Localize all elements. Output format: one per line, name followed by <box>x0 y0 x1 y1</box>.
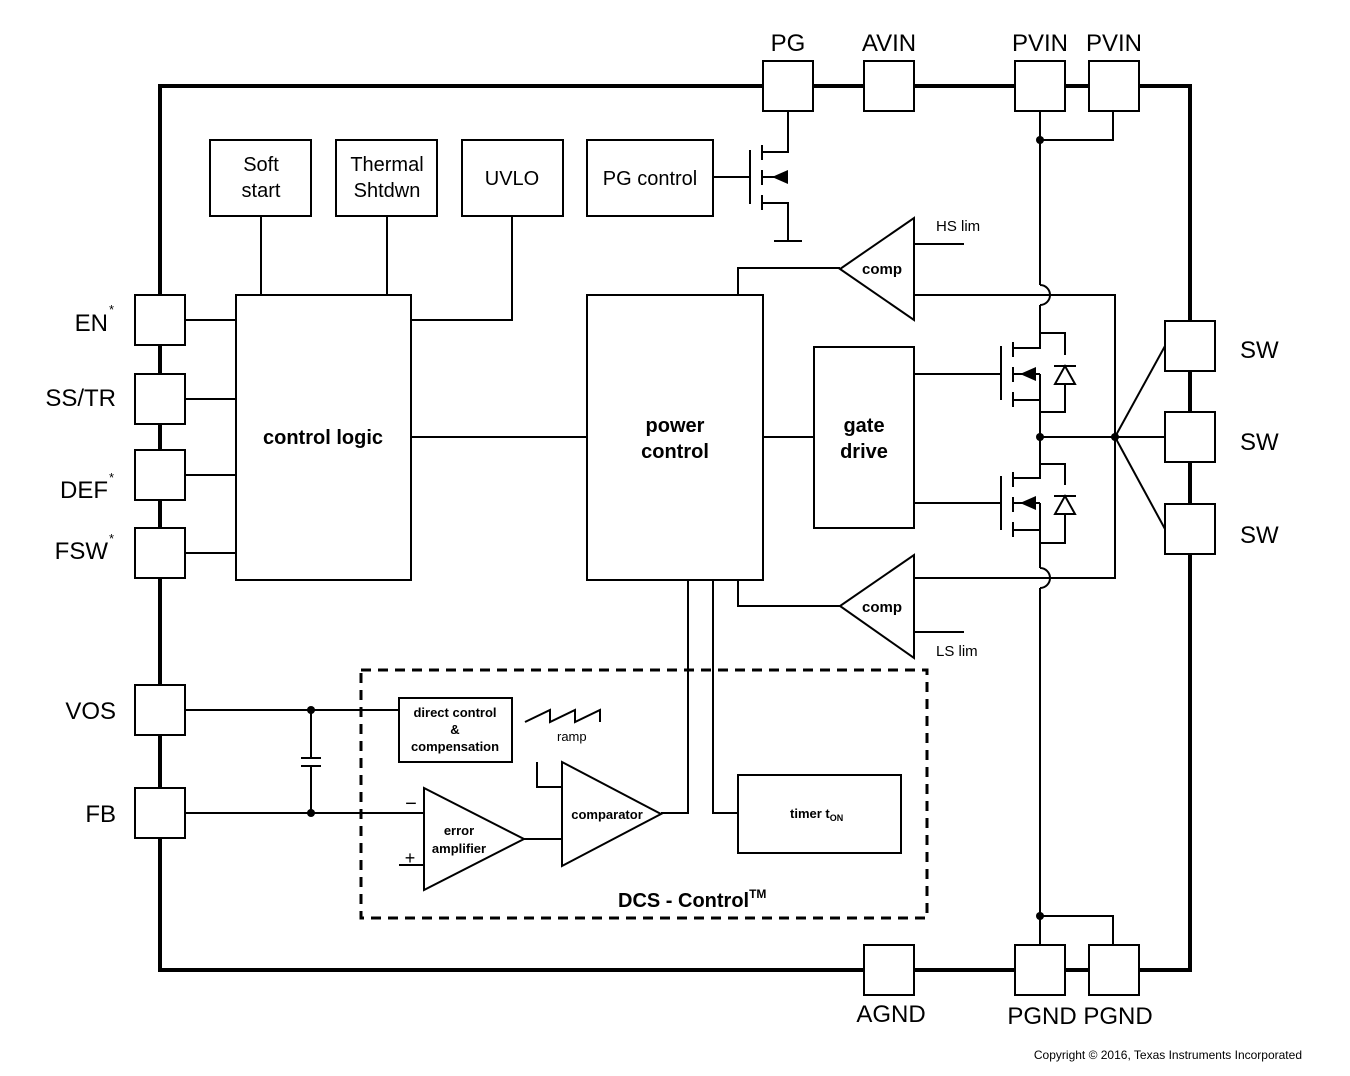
direct-control-label-2: & <box>450 722 459 737</box>
power-control-label-1: power <box>646 415 705 437</box>
direct-control-block <box>398 697 513 763</box>
pin-avin-label: AVIN <box>862 30 916 57</box>
direct-control-label-3: compensation <box>411 739 499 754</box>
pin-pvin-1 <box>1014 60 1066 112</box>
control-logic-block <box>235 294 412 581</box>
hs-comparator <box>838 216 915 322</box>
pin-sw-3 <box>1164 503 1216 555</box>
pin-vos <box>134 684 186 736</box>
thermal-label-2: Shtdwn <box>354 180 421 202</box>
pin-def <box>134 449 186 501</box>
pin-sw-2 <box>1164 411 1216 463</box>
dcs-control-region <box>359 668 929 920</box>
dcs-control-label: DCS - ControlTM <box>618 887 766 912</box>
comparator-block <box>561 760 664 868</box>
pin-sw-3-label: SW <box>1240 522 1279 549</box>
pin-pgnd-2 <box>1088 944 1140 996</box>
pin-en-asterisk: * <box>109 302 114 317</box>
pin-fb-label: FB <box>85 801 116 828</box>
power-control-block <box>586 294 764 581</box>
pin-fsw <box>134 527 186 579</box>
copyright-text: Copyright © 2016, Texas Instruments Inco… <box>1034 1048 1302 1062</box>
direct-control-label-1: direct control <box>413 705 496 720</box>
ls-lim-label: LS lim <box>936 643 978 660</box>
error-amp-plus: + <box>405 848 416 868</box>
pin-def-label: DEF <box>60 477 108 504</box>
gate-drive-label-2: drive <box>840 441 888 463</box>
comparator-label: comparator <box>571 807 643 822</box>
pin-agnd <box>863 944 915 996</box>
pin-agnd-label: AGND <box>856 1001 925 1028</box>
pin-ss-tr-label: SS/TR <box>45 385 116 412</box>
soft-start-label-2: start <box>242 180 281 202</box>
pg-control-label: PG control <box>603 168 697 190</box>
error-amp-label-1: error <box>444 823 474 838</box>
pin-pvin-1-label: PVIN <box>1012 30 1068 57</box>
high-side-mosfet-symbol <box>1000 332 1077 413</box>
pin-en-label: EN <box>75 310 108 337</box>
pin-pvin-2-label: PVIN <box>1086 30 1142 57</box>
thermal-label-1: Thermal <box>350 154 423 176</box>
timer-block <box>737 774 902 854</box>
pin-sw-1-label: SW <box>1240 337 1279 364</box>
soft-start-block <box>209 139 312 217</box>
gate-drive-block <box>813 346 915 529</box>
pin-vos-label: VOS <box>65 698 116 725</box>
junction-dots <box>307 136 1119 920</box>
pin-sw-2-label: SW <box>1240 429 1279 456</box>
error-amp-label-2: amplifier <box>432 841 486 856</box>
soft-start-label-1: Soft <box>243 154 279 176</box>
gate-drive-label-1: gate <box>843 415 884 437</box>
pin-pvin-2 <box>1088 60 1140 112</box>
pins <box>134 60 1216 996</box>
hs-comp-label: comp <box>862 261 902 278</box>
pin-pgnd-2-label: PGND <box>1083 1003 1152 1030</box>
ls-comparator <box>838 553 915 660</box>
pin-fsw-asterisk: * <box>109 531 114 546</box>
low-side-mosfet-symbol <box>1000 463 1077 544</box>
pin-avin <box>863 60 915 112</box>
control-logic-label: control logic <box>263 427 383 449</box>
uvlo-label: UVLO <box>485 168 539 190</box>
pin-pgnd-1 <box>1014 944 1066 996</box>
thermal-shutdown-block <box>335 139 438 217</box>
pin-fsw-label: FSW <box>55 538 109 565</box>
pin-sw-1 <box>1164 320 1216 372</box>
pin-en <box>134 294 186 346</box>
pin-pgnd-1-label: PGND <box>1007 1003 1076 1030</box>
pin-fb <box>134 787 186 839</box>
power-control-label-2: control <box>641 441 709 463</box>
error-amplifier <box>423 786 527 892</box>
pin-pg <box>762 60 814 112</box>
error-amp-minus: − <box>405 793 417 815</box>
pin-ss-tr <box>134 373 186 425</box>
pin-pg-label: PG <box>771 30 806 57</box>
pg-transistor-symbol <box>749 140 802 242</box>
pg-control-block <box>586 139 714 217</box>
hs-lim-label: HS lim <box>936 218 980 235</box>
ramp-label: ramp <box>557 729 587 744</box>
uvlo-block <box>461 139 564 217</box>
ls-comp-label: comp <box>862 599 902 616</box>
timer-label: timer tON <box>790 806 843 823</box>
pin-def-asterisk: * <box>109 470 114 485</box>
